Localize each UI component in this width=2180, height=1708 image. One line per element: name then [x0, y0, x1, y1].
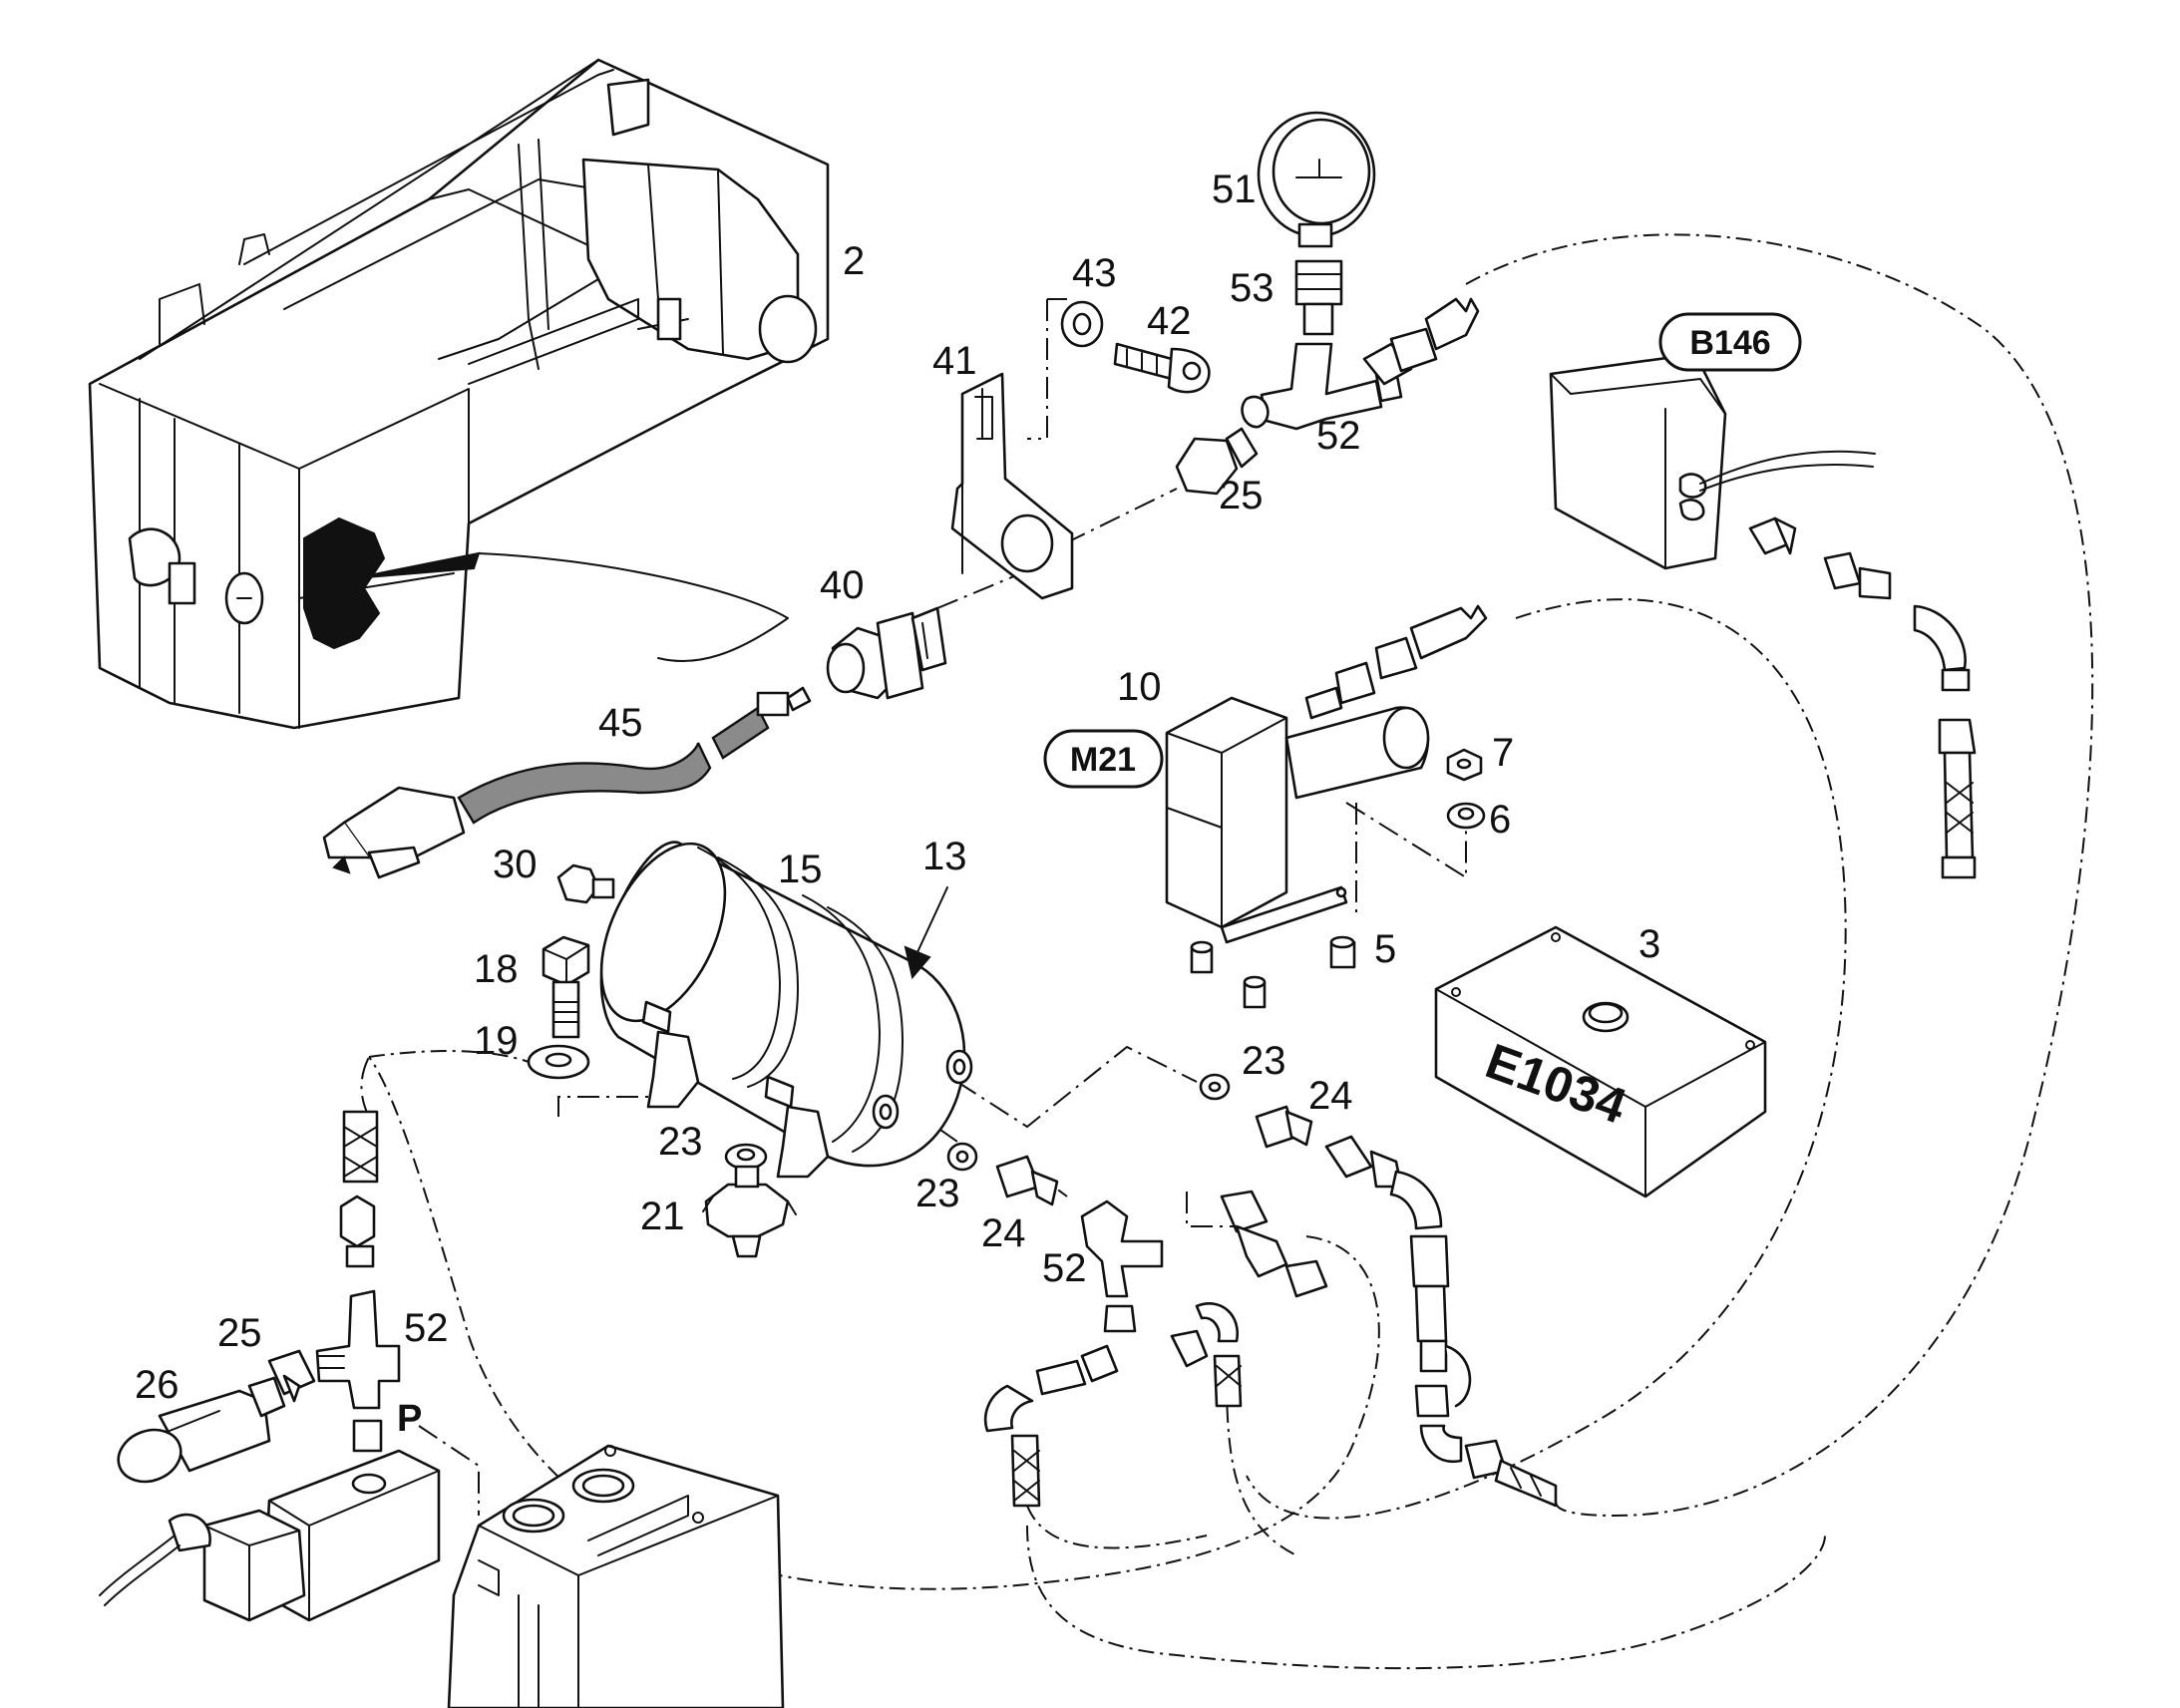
- label-24a: 24: [1308, 1074, 1353, 1118]
- label-23b: 23: [658, 1120, 703, 1164]
- valve-block-p: [99, 1419, 441, 1622]
- label-5: 5: [1374, 927, 1396, 971]
- label-52a: 52: [1316, 414, 1361, 458]
- part-45-hose: [322, 686, 812, 879]
- label-51: 51: [1212, 168, 1257, 211]
- label-52b: 52: [1042, 1246, 1087, 1290]
- part-13-arrow: [904, 886, 948, 980]
- svg-text:M21: M21: [1070, 741, 1136, 779]
- part-24-fitting-right: [1255, 1105, 1313, 1149]
- part-3-electrical-box: [1434, 925, 1767, 1198]
- label-18: 18: [474, 947, 519, 991]
- part-10-pump-unit-m21: [1165, 696, 1430, 1009]
- label-7: 7: [1492, 731, 1514, 775]
- part-2-machine-housing: [88, 58, 830, 730]
- port-p-label: P: [397, 1398, 422, 1440]
- part-15-tank: [599, 841, 973, 1179]
- part-52-tee-mid: [1080, 1199, 1164, 1333]
- part-7-nut: [1446, 748, 1483, 782]
- svg-text:B146: B146: [1689, 324, 1770, 362]
- label-25a: 25: [1219, 474, 1264, 517]
- middle-hose-assembly: [983, 1190, 1328, 1508]
- label-3: 3: [1638, 922, 1660, 966]
- part-21-drain-knob: [702, 1165, 797, 1258]
- label-24b: 24: [981, 1211, 1026, 1255]
- part-30-plug: [556, 863, 615, 904]
- pump-hose-fittings: [1304, 604, 1488, 720]
- label-2: 2: [843, 239, 865, 283]
- leader-lines: [418, 298, 1467, 1516]
- part-19-washer: [527, 1044, 590, 1080]
- label-45: 45: [598, 701, 643, 745]
- upper-hose-fitting: [1362, 297, 1480, 386]
- right-lower-hose-assembly: [1324, 1135, 1558, 1508]
- part-42-bolt: [1113, 342, 1211, 394]
- part-23-washer-right: [1199, 1073, 1231, 1101]
- label-15: 15: [778, 848, 823, 891]
- label-25b: 25: [217, 1311, 262, 1355]
- label-26: 26: [135, 1363, 180, 1407]
- label-6: 6: [1489, 798, 1511, 842]
- part-23-washer-bottom: [724, 1143, 768, 1171]
- part-25-fitting-top: [1175, 427, 1259, 496]
- part-52-tee-top: [1241, 342, 1403, 431]
- left-bottom-hose: [339, 1110, 379, 1268]
- part-18-bolt: [542, 935, 590, 1039]
- part-6-washer: [1446, 802, 1486, 830]
- label-23c: 23: [915, 1172, 960, 1215]
- label-13: 13: [922, 835, 967, 878]
- part-52-tee-left: [315, 1289, 401, 1410]
- part-25-fitting-left: [267, 1349, 316, 1403]
- right-hose-assembly: [1748, 516, 1977, 879]
- label-30: 30: [493, 843, 538, 886]
- tag-b146: B146: [1658, 312, 1802, 372]
- pipe-routes: [360, 233, 2094, 1670]
- part-number-labels: 2 3 5 6 7 10 13 15 18 19 21 23 23 23 24 …: [135, 168, 1660, 1407]
- label-52c: 52: [404, 1306, 449, 1350]
- part-40-connector: [826, 606, 947, 700]
- sensor-box-b146: [1549, 352, 1876, 570]
- part-41-bracket: [950, 372, 1074, 600]
- part-51-pressure-gauge: [1257, 111, 1376, 248]
- label-10: 10: [1117, 665, 1162, 709]
- label-40: 40: [820, 563, 865, 607]
- label-42: 42: [1147, 299, 1192, 343]
- part-53-fitting: [1294, 259, 1343, 336]
- label-19: 19: [474, 1019, 519, 1063]
- part-23-washer-mid: [946, 1142, 978, 1172]
- lower-machine-unit: [447, 1444, 785, 1708]
- part-43-washer: [1060, 300, 1104, 348]
- tag-m21: M21: [1043, 729, 1164, 789]
- label-53: 53: [1230, 266, 1274, 310]
- label-43: 43: [1072, 251, 1117, 295]
- label-21: 21: [640, 1195, 685, 1238]
- label-41: 41: [932, 339, 977, 383]
- part-26-cap: [117, 1376, 286, 1484]
- part-24-fitting-mid: [995, 1155, 1059, 1206]
- label-23a: 23: [1242, 1039, 1286, 1083]
